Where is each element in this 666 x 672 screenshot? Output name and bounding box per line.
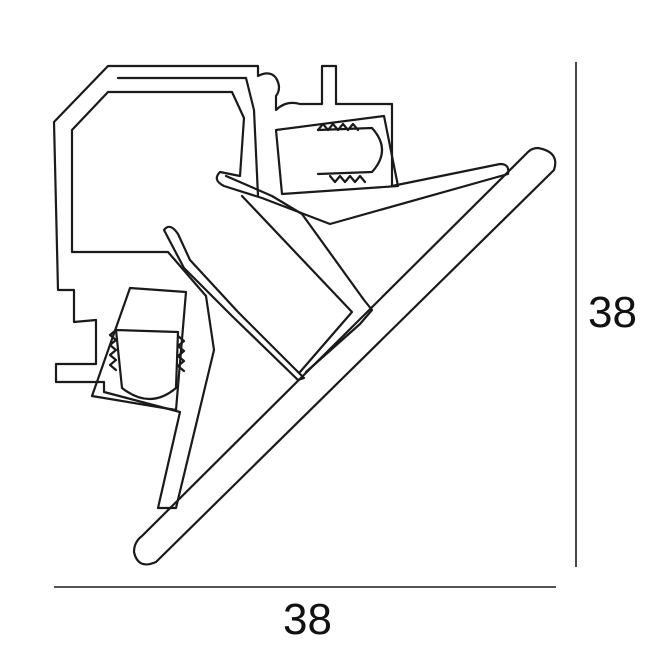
screw-channel-top-housing	[274, 114, 400, 196]
internal-rib-upper	[224, 174, 374, 374]
screw-channel-top-slot	[316, 126, 384, 176]
screw-channel-left-slot	[114, 328, 180, 400]
profile-inner-cavity	[116, 76, 260, 198]
profile-outer-outline	[52, 64, 510, 510]
width-dimension-label: 38	[283, 595, 332, 644]
diffuser-cover	[132, 146, 557, 566]
screw-channel-top-thread-upper	[316, 122, 360, 132]
internal-rib-lower	[162, 225, 306, 382]
screw-channel-left-thread-left	[108, 328, 118, 372]
height-dimension-label: 38	[588, 288, 637, 337]
screw-channel-left-housing	[90, 286, 188, 412]
internal-rib-diagonal	[240, 194, 354, 374]
screw-channel-left-thread-right	[176, 334, 186, 373]
screw-channel-top-thread-lower	[328, 174, 367, 184]
